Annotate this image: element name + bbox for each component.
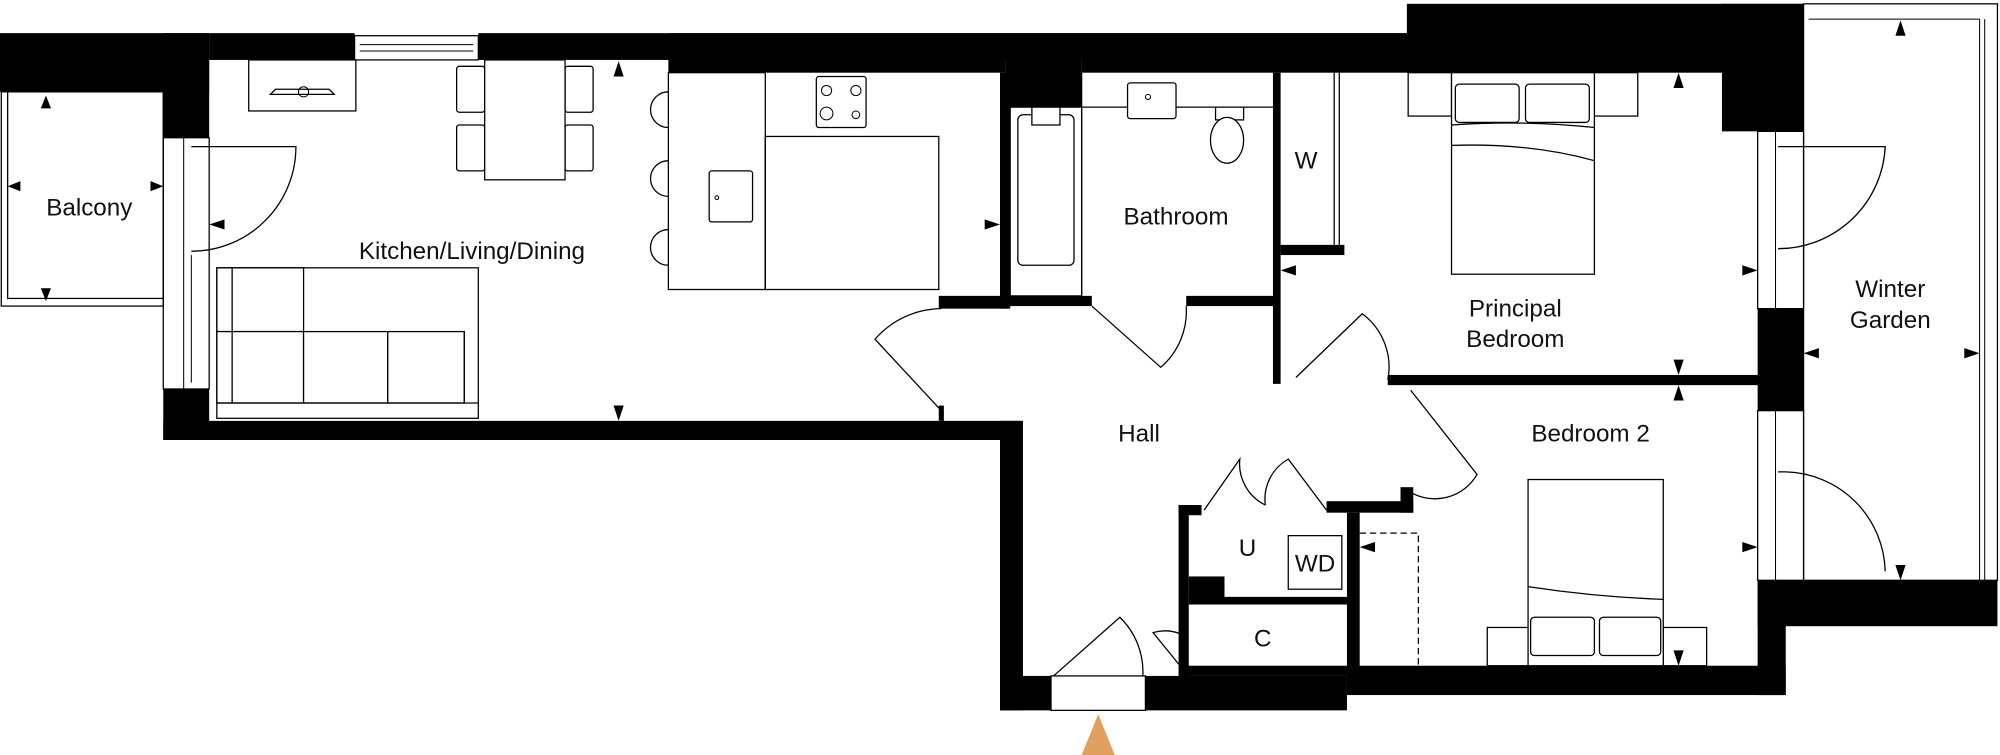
doors xyxy=(191,146,1886,712)
kitchen-furniture xyxy=(216,59,940,419)
dimension-arrows xyxy=(7,20,1980,666)
windows xyxy=(162,35,1805,581)
entrance-arrow xyxy=(1081,714,1115,755)
label-utility: U xyxy=(1239,535,1257,562)
label-principal-bedroom-1: Principal xyxy=(1469,295,1562,322)
label-wardrobe: W xyxy=(1295,147,1318,174)
label-winter-garden-1: Winter xyxy=(1855,276,1925,303)
label-hall: Hall xyxy=(1118,420,1160,447)
label-washer-dryer: WD xyxy=(1295,550,1335,577)
label-kitchen-living-dining: Kitchen/Living/Dining xyxy=(359,238,585,265)
label-balcony: Balcony xyxy=(46,195,133,222)
walls xyxy=(0,3,1998,711)
principal-furniture xyxy=(1333,72,1639,275)
label-bedroom-2: Bedroom 2 xyxy=(1531,420,1649,447)
label-cupboard: C xyxy=(1254,626,1272,653)
label-bathroom: Bathroom xyxy=(1124,203,1229,230)
room-labels: Balcony Kitchen/Living/Dining Bathroom W… xyxy=(46,147,1931,652)
bathroom-furniture xyxy=(1009,72,1273,307)
label-winter-garden-2: Garden xyxy=(1850,307,1931,334)
label-principal-bedroom-2: Bedroom xyxy=(1466,326,1564,353)
balcony xyxy=(0,91,164,307)
bedroom2-furniture xyxy=(1287,478,1708,667)
